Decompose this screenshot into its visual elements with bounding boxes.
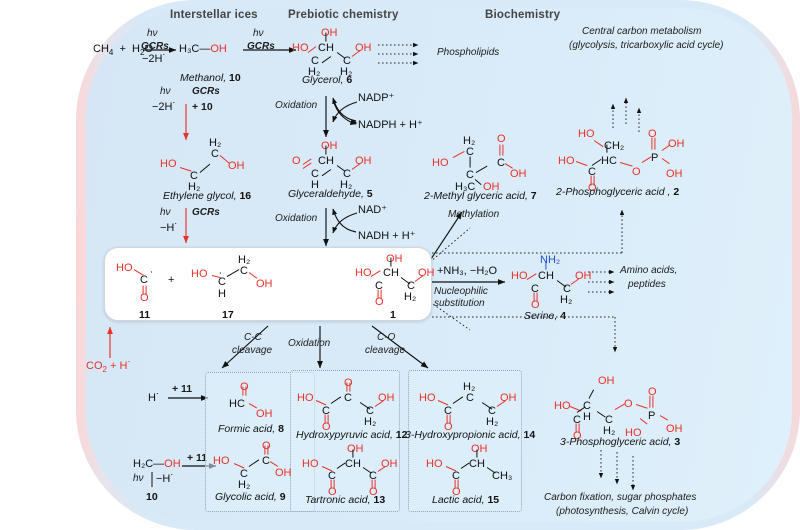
condition-minus2h-1: −2H˙ (142, 53, 167, 65)
plus-sign-1: + (168, 274, 175, 286)
output-carbon-fixation-line2: (photosynthesis, Calvin cycle) (556, 506, 689, 517)
number-1: 1 (390, 309, 396, 321)
column-header-interstellar-ices: Interstellar ices (170, 9, 258, 21)
condition-substitution: substitution (434, 298, 485, 309)
label-glyceraldehyde: Glyceraldehyde, 5 (288, 188, 373, 200)
condition-oxidation-1: Oxidation (275, 100, 318, 111)
condition-gcrs-3: GCRs (192, 86, 220, 97)
label-tartronic-acid: Tartronic acid, 13 (305, 494, 386, 506)
condition-minus2h-2: −2H˙ (152, 101, 177, 113)
cofactor-nad: NAD⁺ (358, 204, 388, 216)
condition-hv-5: hν (133, 473, 144, 484)
condition-hv-1: hν (147, 28, 158, 39)
label-glycolic-acid: Glycolic acid, 9 (215, 491, 286, 503)
number-10-bottom: 10 (146, 491, 158, 503)
condition-gcrs-1: GCRs (141, 41, 169, 52)
highlighted-reaction-box (104, 247, 432, 321)
condition-hv-3: hν (160, 86, 171, 97)
condition-plus11-1: + 11 (172, 383, 193, 395)
cofactor-nadh: NADH + H⁺ (358, 230, 416, 242)
label-3-phosphoglyceric-acid: 3-Phosphoglyceric acid, 3 (560, 436, 681, 448)
label-formic-acid: Formic acid, 8 (218, 423, 284, 435)
condition-nucleophilic: Nucleophilic (434, 286, 488, 297)
label-2-methyl-glyceric-acid: 2-Methyl glyceric acid, 7 (424, 190, 537, 202)
label-methanol: Methanol, 10 (180, 72, 241, 84)
condition-hv-2: hν (253, 28, 264, 39)
output-carbon-fixation-line1: Carbon fixation, sugar phosphates (544, 492, 697, 503)
cofactor-nadph: NADPH + H⁺ (358, 119, 423, 131)
reactant-methane: CH4 + H2O (93, 43, 153, 58)
product-box-oxidation (290, 370, 400, 512)
label-oxidation-3: Oxidation (288, 338, 331, 349)
label-cc-cleavage-1: C-C (244, 332, 262, 343)
column-header-biochemistry: Biochemistry (485, 9, 561, 21)
label-hydroxypyruvic-acid: Hydroxypyruvic acid, 12 (296, 429, 408, 441)
output-central-metabolism-line1: Central carbon metabolism (582, 26, 702, 37)
label-cc-cleavage-2: cleavage (232, 345, 273, 356)
label-co-cleavage-1: C-O (377, 332, 396, 343)
condition-oxidation-2: Oxidation (275, 213, 318, 224)
condition-minush-1: −H˙ (160, 222, 179, 234)
cofactor-nadp: NADP⁺ (358, 92, 395, 104)
reactant-methanol-radical: H₂C—OH (133, 458, 181, 470)
condition-minush-2: −H˙ (156, 473, 175, 485)
output-amino-acids-line2: peptides (628, 279, 666, 290)
condition-gcrs-2: GCRs (247, 41, 275, 52)
condition-methylation: Methylation (448, 209, 500, 220)
condition-plus10-1: + 10 (192, 101, 213, 113)
label-glycerol: Glycerol, 6 (302, 74, 353, 86)
label-ethylene-glycol: Ethylene glycol, 16 (163, 190, 252, 202)
label-co-cleavage-2: cleavage (365, 345, 406, 356)
condition-gcrs-4: GCRs (192, 207, 220, 218)
label-2-phosphoglyceric-acid: 2-Phosphoglyceric acid , 2 (556, 186, 680, 198)
molecule-methanol-formula: H₃C—OH (179, 43, 227, 55)
label-serine: Serine, 4 (524, 310, 567, 322)
label-lactic-acid: Lactic acid, 15 (432, 494, 500, 506)
label-3-hydroxypropionic-acid: 3-Hydroxypropionic acid, 14 (405, 429, 536, 441)
output-amino-acids-line1: Amino acids, (620, 265, 678, 276)
condition-ammonia-water: +NH₃, −H₂O (437, 265, 498, 277)
output-phospholipids: Phospholipids (437, 47, 500, 58)
product-box-co-cleavage (408, 370, 522, 512)
column-header-prebiotic-chemistry: Prebiotic chemistry (288, 9, 399, 21)
condition-hv-4: hν (160, 207, 171, 218)
reactant-co2: CO2 + H˙ (86, 360, 132, 375)
number-11: 11 (139, 309, 151, 321)
condition-plus11-2: + 11 (187, 452, 208, 464)
number-17: 17 (222, 309, 234, 321)
reactant-h-radical-1: H˙ (148, 392, 160, 404)
output-central-metabolism-line2: (glycolysis, tricarboxylic acid cycle) (569, 40, 724, 51)
